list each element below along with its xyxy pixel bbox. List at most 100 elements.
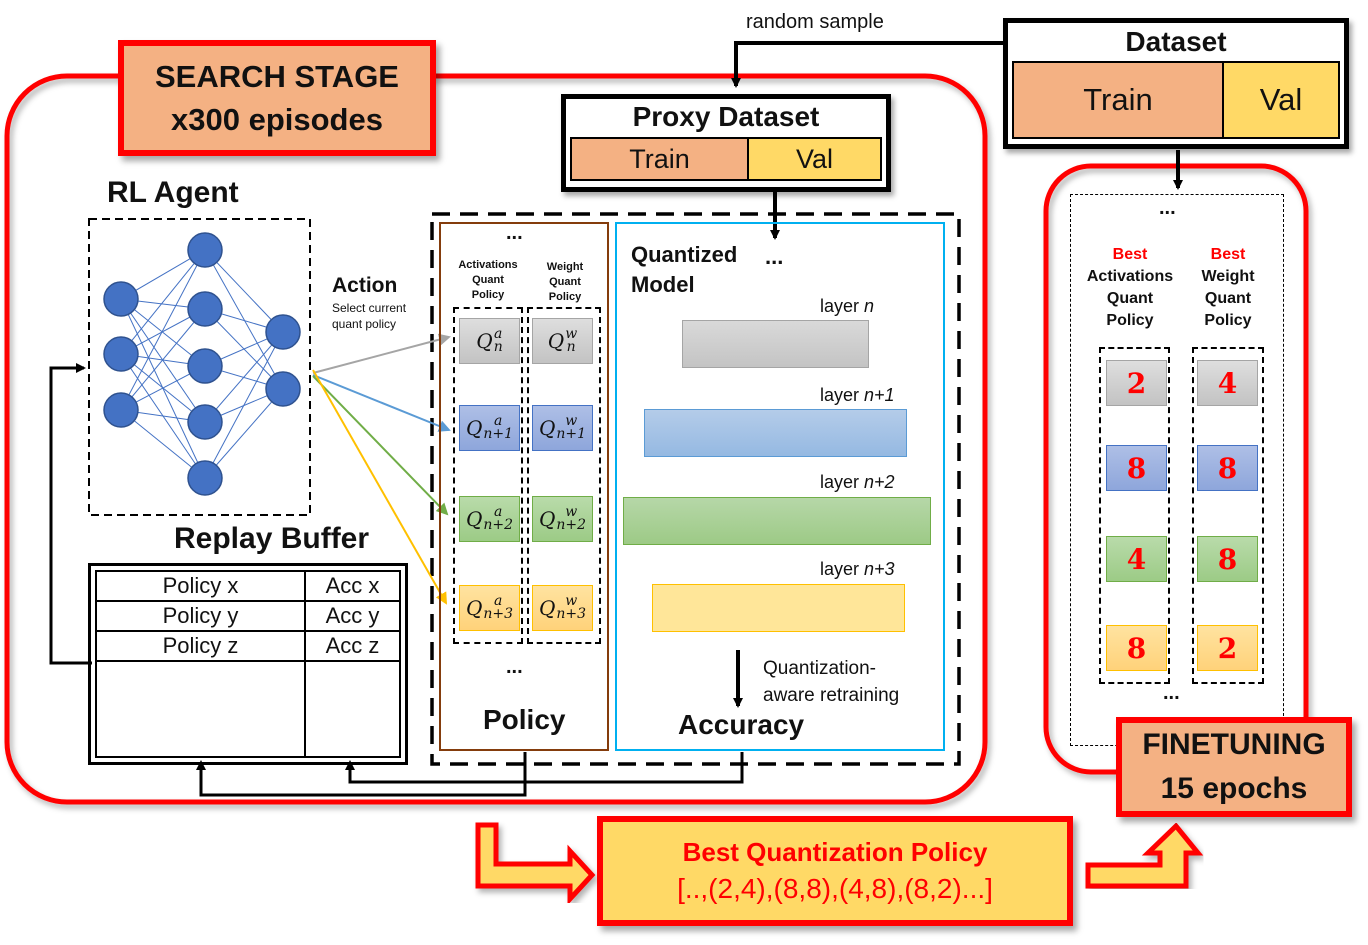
- layer-var: n+1: [864, 385, 895, 405]
- layer-n1-bar: [644, 409, 907, 457]
- layer-label: layer n: [820, 296, 874, 317]
- q-base: Q: [465, 507, 483, 531]
- nn-node: [187, 404, 223, 440]
- proxy-dataset-title: Proxy Dataset: [632, 101, 820, 132]
- q-base: Q: [465, 596, 483, 620]
- nn-node: [265, 314, 301, 350]
- q-subscript: n+3: [556, 606, 587, 622]
- search-stage-episodes: x300 episodes: [171, 102, 383, 137]
- weight-quant-policy-header: Weight Quant Policy: [530, 260, 600, 305]
- nn-node: [103, 392, 139, 428]
- header-line: Activations: [1086, 268, 1174, 285]
- layer-label: layer n+3: [820, 559, 895, 580]
- layer-var: n+3: [864, 559, 895, 579]
- layer-prefix: layer: [820, 296, 865, 316]
- replay-row-policy: Policy y: [97, 602, 306, 632]
- nn-node: [187, 348, 223, 384]
- proxy-train: Train: [570, 137, 749, 181]
- nn-node: [187, 291, 223, 327]
- q-base: Q: [547, 329, 565, 353]
- best-policy-title: Best Quantization Policy: [682, 837, 988, 867]
- q-superscript: a: [494, 326, 503, 342]
- replay-buffer-title: Replay Buffer: [174, 522, 370, 555]
- nn-node: [187, 460, 223, 496]
- best-policy-box: Best Quantization Policy [..,(2,4),(8,8)…: [597, 816, 1073, 926]
- nn-edge: [120, 409, 206, 479]
- q-base: Q: [465, 416, 483, 440]
- replay-buffer-table: Policy x Acc x Policy y Acc y Policy z A…: [88, 563, 408, 765]
- replay-row-acc: Acc x: [306, 572, 399, 602]
- nn-node: [265, 371, 301, 407]
- neural-network: [103, 232, 301, 496]
- header-line: Policy: [548, 291, 582, 303]
- nn-edge: [204, 331, 284, 423]
- replay-row-acc: Acc y: [306, 602, 399, 632]
- action-title: Action: [332, 274, 398, 297]
- replay-empty-cell: [97, 662, 306, 756]
- q-subscript: n+2: [556, 517, 587, 533]
- best-weight-bits-box: 4: [1197, 360, 1258, 406]
- q-superscript: w: [565, 413, 578, 429]
- nn-edge: [204, 249, 284, 333]
- best-label: Best: [1210, 246, 1246, 263]
- header-line: Quant: [472, 274, 504, 286]
- arrow-to-finetuning: [1085, 822, 1204, 889]
- nn-edge: [120, 308, 206, 411]
- best-weight-bits-box: 2: [1197, 625, 1258, 671]
- nn-edge: [204, 249, 284, 390]
- replay-row-policy: Policy x: [97, 572, 306, 602]
- policy-ellipsis-bottom: ...: [506, 656, 523, 678]
- policy-ellipsis-top: ...: [506, 222, 523, 244]
- layer-label: layer n+2: [820, 472, 895, 493]
- rl-agent-box: [88, 218, 311, 516]
- accuracy-label: Accuracy: [678, 709, 805, 740]
- q-superscript: a: [494, 413, 503, 429]
- activations-policy-column: [453, 307, 523, 644]
- policy-model-box: [430, 212, 961, 766]
- quantized-model-panel: [615, 222, 945, 751]
- search-stage-title: SEARCH STAGE: [154, 59, 399, 94]
- nn-edge: [120, 249, 206, 355]
- q-superscript: w: [565, 593, 578, 609]
- q-subscript: n+3: [483, 606, 514, 622]
- q-subscript: n+1: [556, 426, 587, 442]
- q-superscript: a: [494, 504, 503, 520]
- nn-node: [103, 281, 139, 317]
- header-line: Policy: [1106, 312, 1154, 329]
- best-weight-column: [1192, 347, 1264, 684]
- replay-empty-cell: [306, 662, 399, 756]
- proxy-val: Val: [749, 137, 882, 181]
- header-line: Weight: [546, 261, 584, 273]
- bit-width-value: 8: [1217, 451, 1238, 485]
- best-weight-bits-box: 8: [1197, 536, 1258, 582]
- q-base: Q: [476, 329, 493, 353]
- header-line: Quant: [1106, 290, 1154, 307]
- best-label: Best: [1112, 246, 1148, 263]
- nn-edge: [120, 298, 206, 367]
- bit-width-value: 4: [1126, 542, 1147, 576]
- q-base: Q: [538, 596, 556, 620]
- bit-width-value: 8: [1126, 631, 1147, 665]
- arrow-to-best-policy: [475, 822, 596, 906]
- title-line: Model: [631, 272, 695, 297]
- q-subscript: n+2: [483, 517, 514, 533]
- nn-edge: [120, 249, 206, 411]
- retraining-label: Quantization- aware retraining: [763, 655, 899, 709]
- replay-row-policy: Policy z: [97, 632, 306, 662]
- q-superscript: a: [494, 593, 503, 609]
